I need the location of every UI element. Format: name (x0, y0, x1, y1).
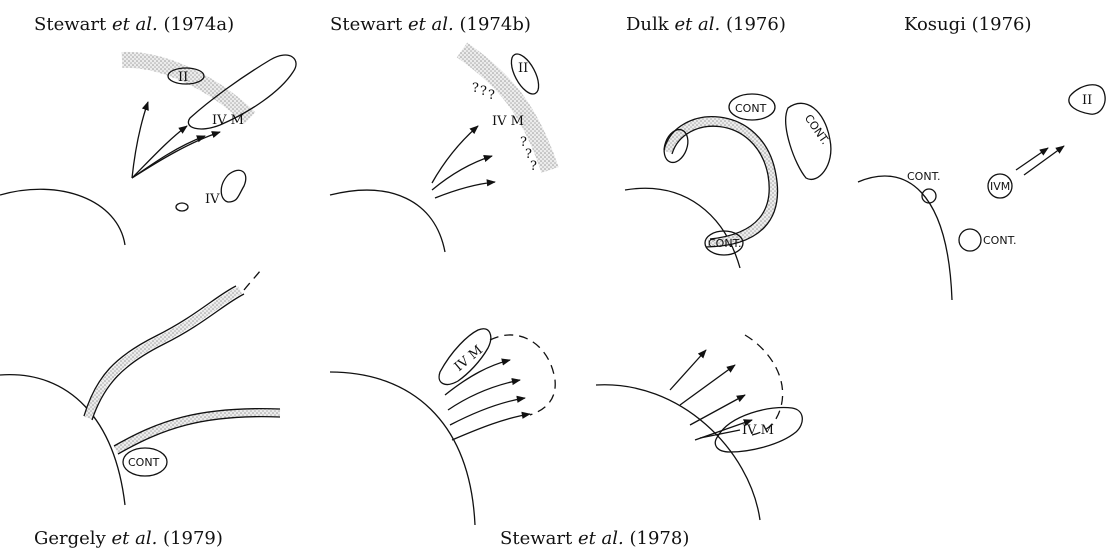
type-ii-label: II (1082, 93, 1092, 108)
solar-limb (625, 188, 740, 268)
type-iv-label: IV (205, 192, 220, 207)
solar-limb (0, 375, 125, 505)
loop-dashed (244, 268, 262, 290)
panel-stewart-1978-left: IV M (330, 329, 555, 525)
svg-text:?: ? (472, 81, 479, 96)
field-arrow (690, 395, 745, 425)
cont-source (959, 229, 981, 251)
lower-loop-band (116, 413, 280, 450)
svg-text:?: ? (488, 88, 495, 103)
field-arrow (432, 156, 492, 190)
field-arrow (132, 102, 148, 178)
panel-stewart-1978-right: IV M (596, 335, 802, 520)
field-arrow (132, 126, 187, 178)
loop-dashed (490, 335, 555, 415)
solar-limb (330, 372, 475, 525)
panel-stewart-1974a: II IV M IV (0, 55, 296, 245)
type-ii-label: II (518, 61, 528, 76)
field-arrow (670, 350, 706, 390)
field-arrow (1016, 148, 1048, 170)
ivm-label: IV M (212, 113, 244, 128)
ivm-label: IVM (990, 180, 1010, 193)
ivm-label: IV M (742, 423, 774, 438)
panel-kosugi-1976: II IVM CONT. CONT. (858, 85, 1105, 300)
panel-stewart-1974b: II IV M ? ? ? ? ? ? (330, 50, 550, 252)
svg-text:?: ? (480, 84, 487, 99)
cont-label: CONT. (907, 170, 940, 183)
field-arrow (435, 182, 495, 198)
type-iv-source (221, 170, 246, 202)
ivm-label: IV M (492, 114, 524, 129)
solar-limb (330, 190, 445, 252)
field-arrow (680, 365, 735, 405)
small-source (176, 203, 188, 211)
panel-gergely-1979: CONT (0, 268, 280, 505)
stipple-loop (668, 121, 774, 243)
solar-limb (858, 176, 952, 300)
svg-text:?: ? (530, 159, 537, 174)
upper-loop-band (88, 290, 240, 418)
cont-label: CONT (735, 102, 767, 115)
type-ii-label: II (178, 70, 188, 85)
panel-dulk-1976: CONT CONT. CONT. (625, 94, 832, 268)
solar-limb (0, 189, 125, 245)
stipple-band (462, 50, 550, 170)
field-arrow (432, 126, 478, 183)
cont-label: CONT. (983, 234, 1016, 247)
cont-label: CONT (128, 456, 160, 469)
cont-label: CONT. (708, 237, 741, 250)
field-arrow (132, 132, 220, 178)
upper-loop-inner (92, 294, 244, 420)
